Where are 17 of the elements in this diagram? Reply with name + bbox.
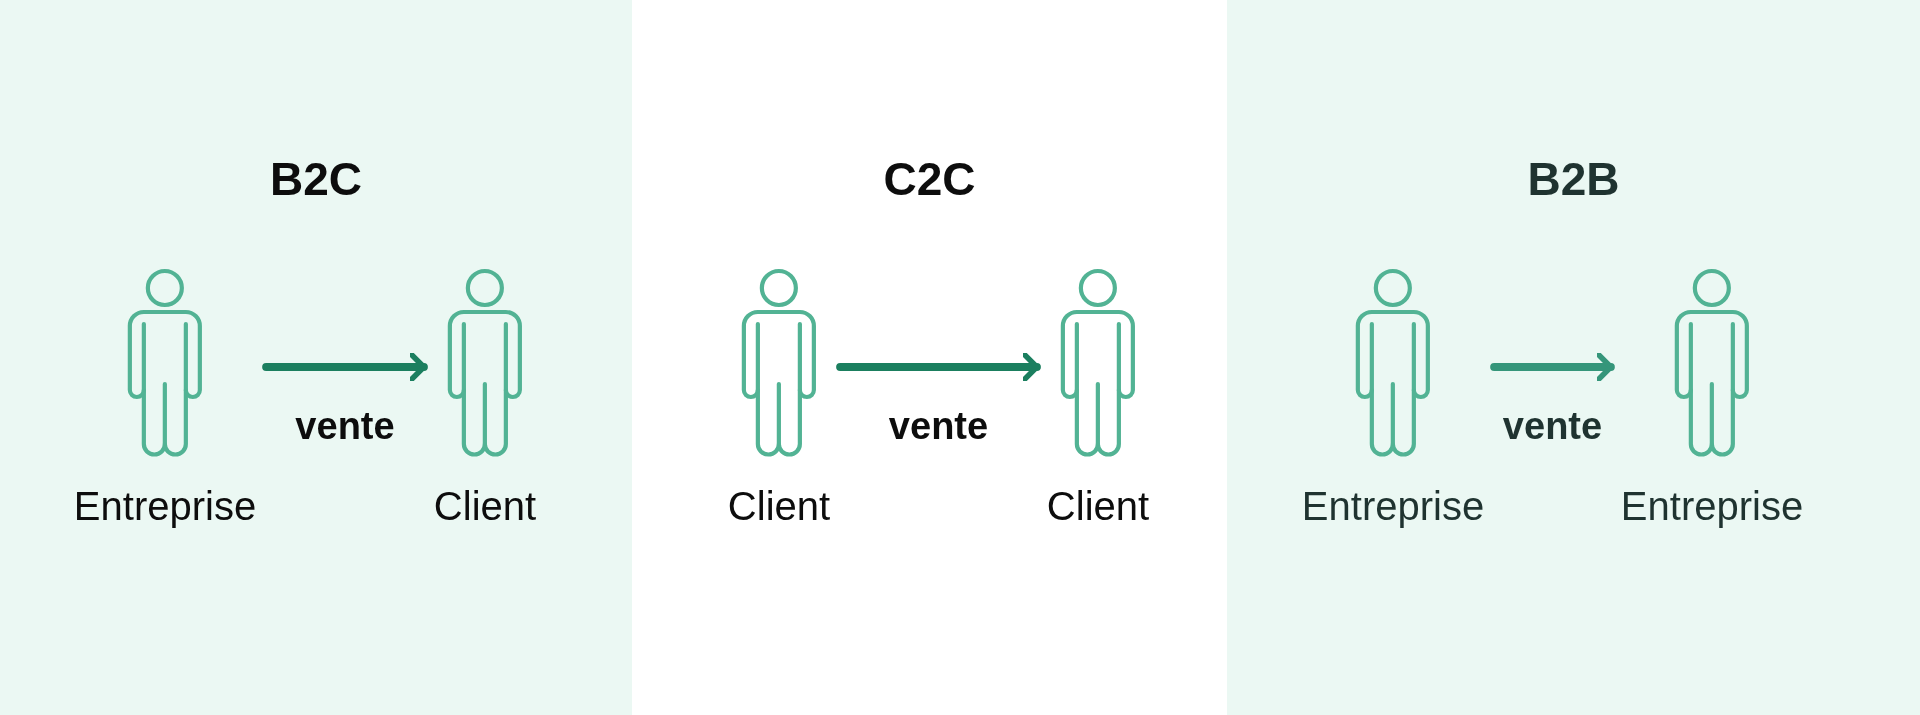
column-panel bbox=[0, 0, 632, 715]
person-label: Entreprise bbox=[1620, 484, 1804, 529]
edge-label: vente bbox=[1502, 405, 1603, 448]
panel-title: B2B bbox=[1527, 152, 1620, 206]
panel-title: C2C bbox=[883, 152, 976, 206]
column-panel bbox=[1227, 0, 1920, 715]
person-label: Client bbox=[727, 484, 831, 529]
panel-title: B2C bbox=[270, 152, 362, 206]
person-label: Client bbox=[1046, 484, 1150, 529]
arrow bbox=[1490, 352, 1615, 382]
arrow bbox=[262, 352, 428, 382]
edge-label: vente bbox=[295, 405, 395, 448]
person-label: Client bbox=[433, 484, 537, 529]
person-label: Entreprise bbox=[73, 484, 257, 529]
edge-label: vente bbox=[888, 405, 989, 448]
arrow bbox=[836, 352, 1041, 382]
person-label: Entreprise bbox=[1301, 484, 1485, 529]
